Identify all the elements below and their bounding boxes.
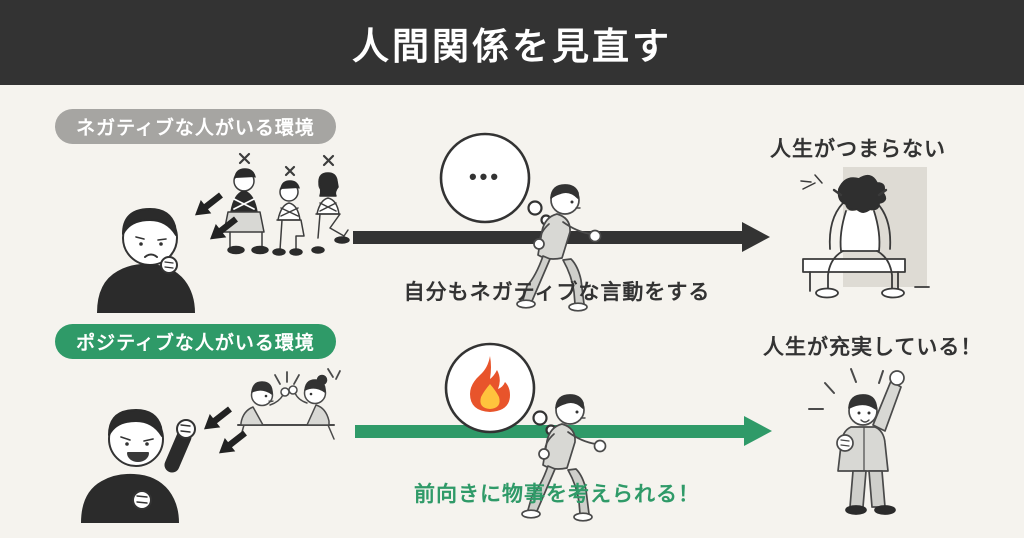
excitement-lines-icon — [808, 368, 884, 410]
positive-environment-label-text: ポジティブな人がいる環境 — [76, 333, 315, 354]
positive-environment-label: ポジティブな人がいる環境 — [55, 324, 336, 359]
stress-squiggle-icon — [800, 174, 823, 190]
positive-caption: 前向きに物事を考えられる！ — [332, 478, 782, 508]
walking-person — [516, 184, 602, 312]
flame-icon — [470, 356, 510, 412]
flame-icon-inner — [480, 384, 500, 409]
negative-flow-arrow-head — [742, 222, 770, 252]
negative-environment-label: ネガティブな人がいる環境 — [55, 109, 336, 144]
negative-environment-illustration — [90, 148, 350, 313]
positive-walker-illustration — [430, 330, 630, 525]
negative-people-group — [223, 152, 350, 256]
title-bar: 人間関係を見直す — [0, 0, 1024, 85]
positive-outcome: 人生が充実している！ — [763, 331, 982, 361]
negative-outcome: 人生がつまらない — [770, 133, 946, 163]
negative-caption-text: 自分もネガティブな言動をする — [403, 281, 711, 304]
negative-environment-label-text: ネガティブな人がいる環境 — [76, 118, 315, 139]
thought-bubble-icon — [444, 342, 557, 436]
cheering-person-illustration — [795, 363, 935, 515]
excited-man — [81, 409, 196, 523]
worried-man — [97, 208, 195, 313]
messy-hair — [837, 174, 887, 213]
negative-influence-arrows — [194, 192, 238, 240]
thought-dots: ••• — [469, 164, 501, 189]
negative-caption: 自分もネガティブな言動をする — [332, 276, 782, 306]
positive-outcome-text: 人生が充実している！ — [763, 336, 983, 359]
positive-caption-text: 前向きに物事を考えられる！ — [414, 483, 700, 506]
thought-bubble-icon: ••• — [439, 132, 552, 226]
positive-people-group — [237, 368, 341, 440]
cheering-person — [808, 368, 905, 515]
negative-walker-illustration: ••• — [425, 120, 625, 315]
positive-influence-arrows — [203, 406, 247, 454]
depressed-person-illustration — [783, 161, 933, 303]
x-mark-icon — [238, 152, 335, 177]
page-title: 人間関係を見直す — [352, 25, 672, 67]
positive-environment-illustration — [72, 365, 352, 523]
positive-flow-arrow-head — [744, 416, 772, 446]
walking-person — [521, 394, 607, 522]
negative-outcome-text: 人生がつまらない — [770, 138, 946, 161]
